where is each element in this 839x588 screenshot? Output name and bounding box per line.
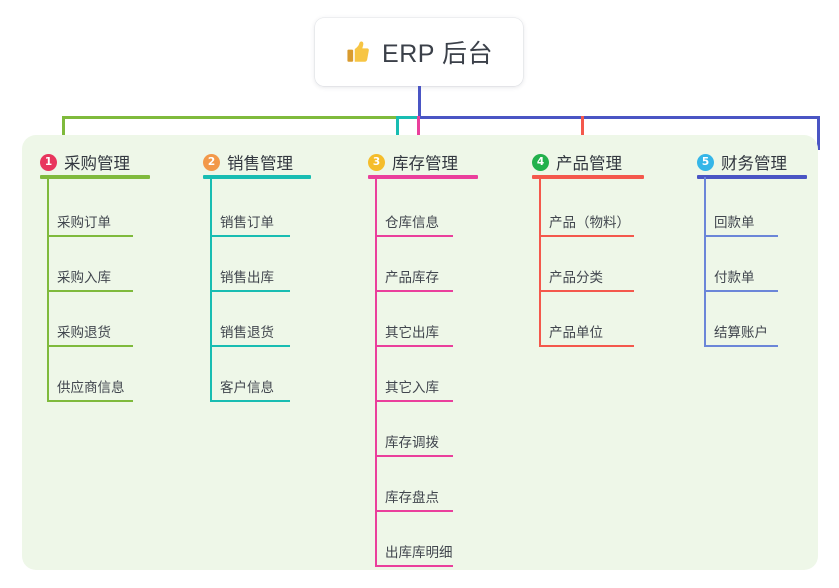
- branch-item[interactable]: 库存调拨: [385, 435, 439, 450]
- branch-spine-3: [375, 177, 377, 566]
- branch-title-4: 产品管理: [556, 155, 622, 173]
- drop-connector-3: [417, 116, 420, 150]
- branch-item-underline: [539, 235, 634, 237]
- branch-item-underline: [539, 290, 634, 292]
- branch-header-2[interactable]: 2 销售管理: [203, 150, 293, 174]
- branch-item[interactable]: 其它出库: [385, 325, 439, 340]
- branch-item[interactable]: 仓库信息: [385, 215, 439, 230]
- branch-item-underline: [375, 510, 453, 512]
- branch-item[interactable]: 产品（物料）: [549, 215, 630, 230]
- branch-item-underline: [704, 235, 778, 237]
- branch-item[interactable]: 其它入库: [385, 380, 439, 395]
- branch-item[interactable]: 回款单: [714, 215, 755, 230]
- branch-item-underline: [47, 235, 133, 237]
- branch-item[interactable]: 销售退货: [220, 325, 274, 340]
- branch-badge-1: 1: [40, 153, 57, 171]
- branch-badge-4: 4: [532, 153, 549, 171]
- branch-item[interactable]: 销售出库: [220, 270, 274, 285]
- branch-header-4[interactable]: 4 产品管理: [532, 150, 622, 174]
- drop-connector-5: [817, 116, 820, 150]
- root-node-card[interactable]: ERP 后台: [315, 18, 523, 86]
- branch-item[interactable]: 库存盘点: [385, 490, 439, 505]
- branch-underline-3: [368, 175, 478, 179]
- branch-spine-1: [47, 177, 49, 401]
- drop-connector-1: [62, 116, 65, 150]
- branch-item[interactable]: 供应商信息: [57, 380, 125, 395]
- branch-item[interactable]: 付款单: [714, 270, 755, 285]
- root-node-title: ERP 后台: [382, 40, 493, 68]
- branch-item-underline: [47, 400, 133, 402]
- branch-title-3: 库存管理: [392, 155, 458, 173]
- branch-item[interactable]: 客户信息: [220, 380, 274, 395]
- branch-item[interactable]: 采购订单: [57, 215, 111, 230]
- branch-item-underline: [375, 290, 453, 292]
- branch-title-5: 财务管理: [721, 155, 787, 173]
- branch-item-underline: [704, 290, 778, 292]
- branch-item[interactable]: 采购入库: [57, 270, 111, 285]
- branch-item-underline: [47, 345, 133, 347]
- branch-badge-2: 2: [203, 153, 220, 171]
- branch-spine-2: [210, 177, 212, 401]
- branch-item-underline: [375, 235, 453, 237]
- branch-underline-4: [532, 175, 644, 179]
- branch-badge-5: 5: [697, 153, 714, 171]
- branch-header-3[interactable]: 3 库存管理: [368, 150, 458, 174]
- branch-item[interactable]: 出库库明细: [385, 545, 453, 560]
- branch-title-1: 采购管理: [64, 155, 130, 173]
- drop-connector-2: [396, 116, 399, 150]
- branch-item-underline: [375, 400, 453, 402]
- branch-spine-5: [704, 177, 706, 346]
- branch-badge-3: 3: [368, 153, 385, 171]
- branch-item-underline: [375, 565, 453, 567]
- branch-item[interactable]: 产品库存: [385, 270, 439, 285]
- branch-item[interactable]: 结算账户: [714, 325, 768, 340]
- branch-item-underline: [375, 455, 453, 457]
- drop-connector-4: [581, 116, 584, 150]
- branch-item-underline: [47, 290, 133, 292]
- branch-item-underline: [704, 345, 778, 347]
- branch-item-underline: [210, 290, 290, 292]
- branch-item-underline: [210, 235, 290, 237]
- branch-item-underline: [539, 345, 634, 347]
- branch-item[interactable]: 产品单位: [549, 325, 603, 340]
- bus-segment-3: [418, 116, 820, 119]
- branch-item-underline: [210, 400, 290, 402]
- branch-title-2: 销售管理: [227, 155, 293, 173]
- branch-header-5[interactable]: 5 财务管理: [697, 150, 787, 174]
- bus-segment-1: [62, 116, 397, 119]
- branch-underline-2: [203, 175, 311, 179]
- branch-item-underline: [375, 345, 453, 347]
- branch-item[interactable]: 销售订单: [220, 215, 274, 230]
- branches-panel: [22, 135, 818, 570]
- thumbs-up-icon: [347, 41, 369, 62]
- branch-underline-1: [40, 175, 150, 179]
- branch-item[interactable]: 产品分类: [549, 270, 603, 285]
- branch-header-1[interactable]: 1 采购管理: [40, 150, 130, 174]
- branch-item[interactable]: 采购退货: [57, 325, 111, 340]
- branch-spine-4: [539, 177, 541, 346]
- branch-underline-5: [697, 175, 807, 179]
- trunk-connector: [418, 86, 421, 118]
- branch-item-underline: [210, 345, 290, 347]
